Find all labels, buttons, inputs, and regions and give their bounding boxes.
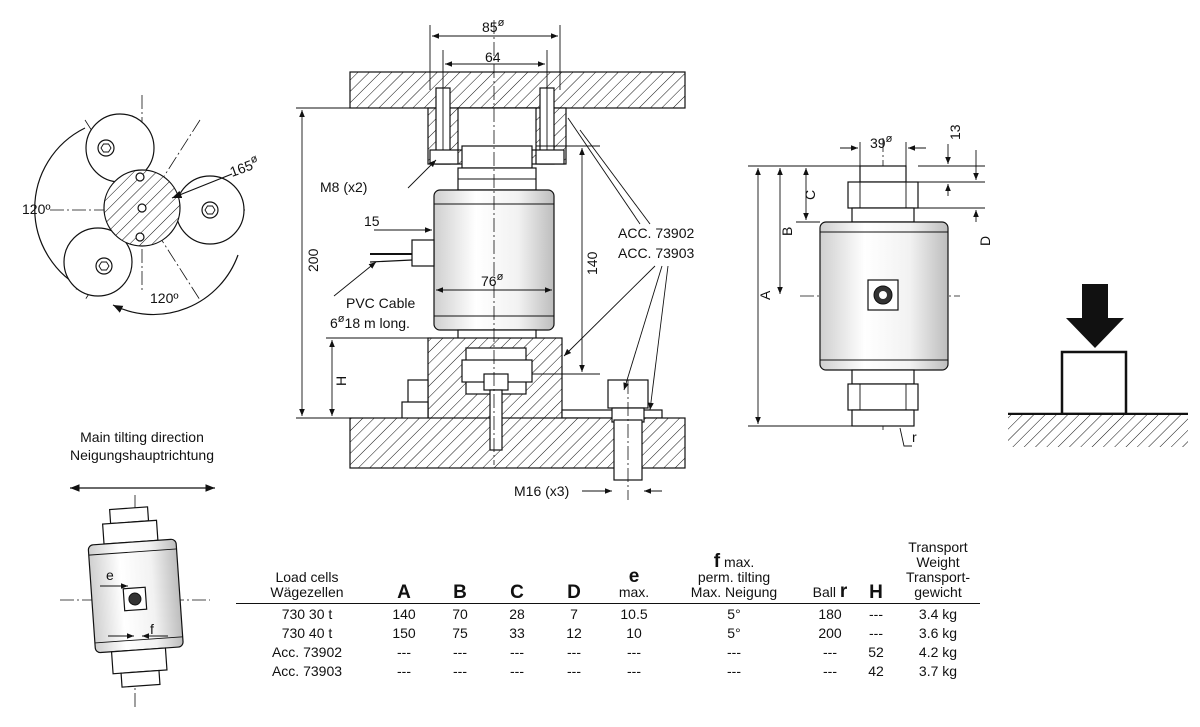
cell-H: --- (856, 603, 896, 624)
cell-D: 7 (544, 603, 604, 624)
m8-label: M8 (x2) (320, 179, 367, 195)
cell-C: 33 (509, 625, 525, 641)
dim-15-label: 15 (364, 213, 380, 229)
cell-H: 52 (868, 644, 884, 660)
cell-B: 75 (452, 625, 468, 641)
header-D: D (567, 582, 581, 603)
header-B: B (453, 582, 467, 603)
cell-f: 5° (727, 625, 741, 641)
cell-weight: 4.2 kg (918, 644, 958, 660)
cell-B: 70 (430, 603, 490, 624)
top-view-ball-arrangement: 120º 120º 165ø (22, 95, 262, 316)
dim-76-label: 76ø (481, 271, 504, 289)
cell-A: --- (397, 644, 411, 660)
table-row: Acc. 73902 --- --- --- --- --- --- --- 5… (236, 643, 980, 662)
table-row: 730 40 t 150 75 33 12 10 5° 200 --- 3.6 … (236, 624, 980, 643)
label-f: f (150, 621, 154, 637)
cell-C: --- (510, 644, 524, 660)
dim-r-label: r (912, 429, 917, 445)
dim-13-label: 13 (947, 124, 963, 140)
cell-A: 140 (378, 603, 430, 624)
cell-B: --- (453, 663, 467, 679)
cell-name: 730 30 t (236, 603, 378, 624)
cell-D: --- (567, 644, 581, 660)
cell-B: --- (453, 644, 467, 660)
dim-85-label: 85ø (482, 17, 505, 35)
label-e: e (106, 567, 114, 583)
cell-e: 10 (626, 625, 642, 641)
cell-name: Acc. 73902 (271, 644, 343, 660)
acc-73902-label: ACC. 73902 (618, 225, 694, 241)
cell-weight: 3.4 kg (896, 603, 980, 624)
cell-name: Acc. 73903 (271, 663, 343, 679)
angle-120-left-label: 120º (22, 201, 50, 217)
acc-73903-label: ACC. 73903 (618, 245, 694, 261)
header-ball-r: Ball r (812, 581, 848, 602)
cell-D: --- (567, 663, 581, 679)
cell-A: 150 (392, 625, 416, 641)
dim-200-label: 200 (305, 248, 321, 272)
dim-D-label: D (977, 236, 993, 246)
dim-C-label: C (802, 190, 818, 200)
cell-weight: 3.6 kg (918, 625, 958, 641)
cell-f: 5° (664, 603, 804, 624)
m16-label: M16 (x3) (514, 483, 569, 499)
dim-H-label: H (333, 376, 349, 386)
cell-f: --- (727, 663, 741, 679)
cell-e: --- (627, 644, 641, 660)
dim-39-label: 39ø (870, 133, 893, 151)
dim-140-label: 140 (584, 251, 600, 275)
dim-A-label: A (757, 290, 773, 300)
cell-C: 28 (490, 603, 544, 624)
load-arrow-icon (1008, 284, 1188, 447)
cell-r: --- (823, 644, 837, 660)
cell-e: --- (627, 663, 641, 679)
header-A: A (397, 582, 411, 603)
pvc-cable-label-line2: 6ø18 m long. (330, 313, 410, 331)
tilting-direction-title-de: Neigungshauptrichtung (70, 447, 214, 463)
cell-name: 730 40 t (281, 625, 333, 641)
pvc-cable-label-line1: PVC Cable (346, 295, 415, 311)
table-row: 730 30 t 140 70 28 7 10.5 5° 180 --- 3.4… (236, 603, 980, 624)
cell-C: --- (510, 663, 524, 679)
cell-weight: 3.7 kg (918, 663, 958, 679)
cell-r: 200 (818, 625, 842, 641)
tilting-direction-view: Main tilting direction Neigungshauptrich… (60, 429, 215, 710)
cell-D: 12 (566, 625, 582, 641)
header-H: H (869, 582, 883, 603)
cell-f: --- (727, 644, 741, 660)
cell-e: 10.5 (604, 603, 664, 624)
section-view: 85ø 64 200 H 140 15 76ø M8 (x2) PVC Cabl… (296, 17, 694, 500)
cell-H: --- (869, 625, 883, 641)
tilting-direction-title-en: Main tilting direction (80, 429, 204, 445)
side-view: 39ø 13 D C B A r (748, 124, 993, 447)
dim-64-label: 64 (485, 49, 501, 65)
diameter-165-label: 165ø (227, 153, 262, 180)
dim-B-label: B (779, 227, 795, 236)
table-row: Acc. 73903 --- --- --- --- --- --- --- 4… (236, 662, 980, 681)
header-C: C (510, 582, 524, 603)
cell-A: --- (397, 663, 411, 679)
cell-r: --- (823, 663, 837, 679)
angle-120-bottom-label: 120º (150, 290, 178, 306)
cell-r: 180 (804, 603, 856, 624)
cell-H: 42 (868, 663, 884, 679)
